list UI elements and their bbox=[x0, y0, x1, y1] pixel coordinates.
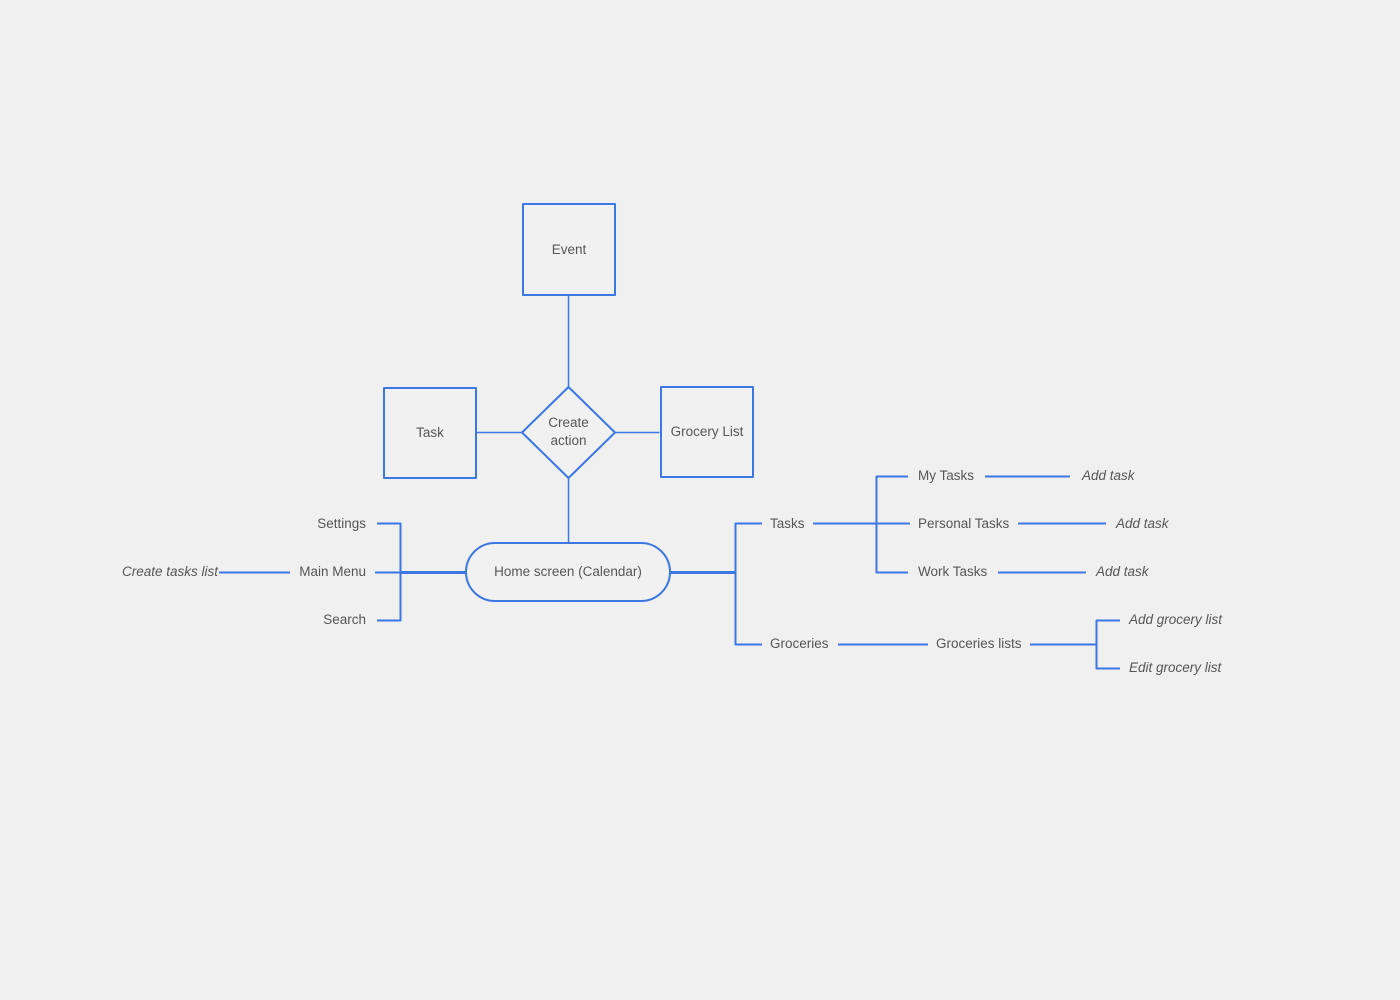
main-menu-label: Main Menu bbox=[299, 564, 366, 579]
tasks-label: Tasks bbox=[770, 516, 805, 531]
add-task-my-label: Add task bbox=[1082, 468, 1135, 483]
event-box-shape bbox=[522, 203, 616, 296]
connector-left-bracket bbox=[377, 522, 402, 622]
home-pill-shape bbox=[465, 542, 671, 602]
edit-grocery-list-label: Edit grocery list bbox=[1129, 660, 1222, 675]
grocery-list-box-shape bbox=[660, 386, 754, 478]
grocery-list-node-label: Grocery List bbox=[670, 424, 744, 439]
settings-label: Settings bbox=[317, 516, 366, 531]
task-box-shape bbox=[383, 387, 477, 479]
work-tasks-label: Work Tasks bbox=[918, 564, 988, 579]
create-tasks-list-label: Create tasks list bbox=[122, 564, 219, 579]
add-task-work-label: Add task bbox=[1096, 564, 1149, 579]
connector-right-bracket bbox=[734, 522, 762, 646]
add-task-personal-label: Add task bbox=[1116, 516, 1169, 531]
my-tasks-label: My Tasks bbox=[918, 468, 975, 483]
home-node-label: Home screen (Calendar) bbox=[494, 564, 642, 579]
create-action-node-label: Create action bbox=[548, 415, 589, 448]
personal-tasks-label: Personal Tasks bbox=[918, 516, 1010, 531]
groceries-label: Groceries bbox=[770, 636, 829, 651]
connector-grocery-bracket bbox=[1095, 619, 1120, 670]
task-node-label: Task bbox=[416, 425, 444, 440]
create-action-diamond-shape bbox=[521, 386, 616, 479]
add-grocery-list-label: Add grocery list bbox=[1129, 612, 1223, 627]
connector-subtasks-bracket bbox=[875, 475, 908, 574]
groceries-lists-label: Groceries lists bbox=[936, 636, 1022, 651]
event-node-label: Event bbox=[551, 241, 587, 257]
search-label: Search bbox=[323, 612, 366, 627]
